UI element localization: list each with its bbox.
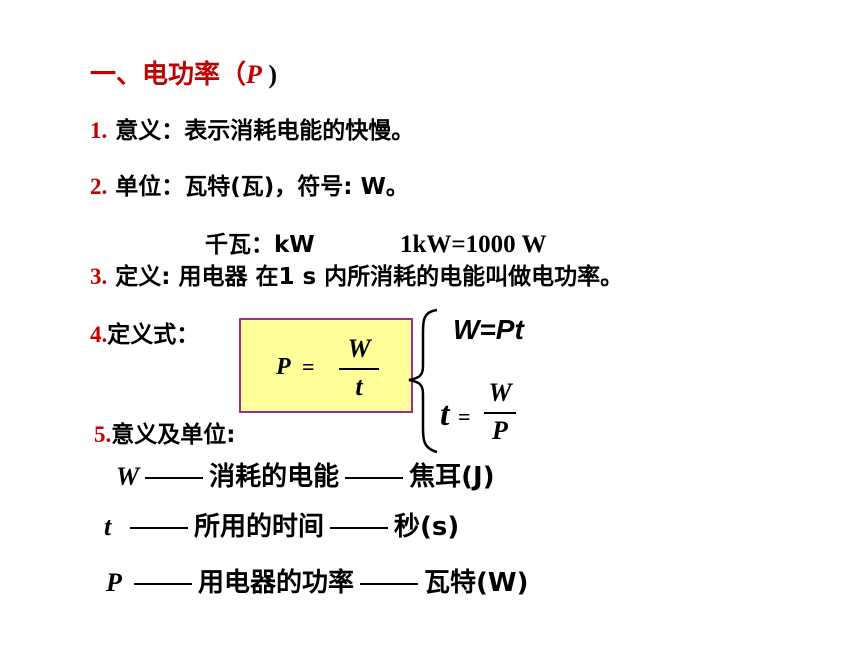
fraction-bar <box>339 368 379 370</box>
formula-lhs: P <box>276 354 291 380</box>
derived-fraction-bar <box>484 412 516 414</box>
units-row: t 所用的时间 秒(s) <box>104 510 459 544</box>
item-meaning: 1. 意义：表示消耗电能的快慢。 <box>90 116 414 146</box>
definition-formula-box: P = W t <box>239 318 413 413</box>
heading-symbol: P <box>246 60 262 89</box>
item-number: 3. <box>90 264 108 289</box>
curly-brace <box>408 308 438 454</box>
item-number: 4. <box>90 322 108 347</box>
row-symbol: W <box>116 462 140 491</box>
units-row: P 用电器的功率 瓦特(W) <box>106 566 528 600</box>
formula-denominator: t <box>355 372 363 401</box>
dash-separator <box>130 526 188 529</box>
dash-separator <box>145 476 204 479</box>
heading-suffix: ) <box>261 60 278 89</box>
heading-prefix: 一、电功率（ <box>90 60 247 90</box>
row-unit: 焦耳(J) <box>409 462 495 492</box>
dash-separator <box>345 476 404 479</box>
derived-time-equals: = <box>458 404 471 429</box>
derived-time-lhs: t <box>440 396 450 433</box>
formula-numerator: W <box>347 334 371 363</box>
row-unit: 瓦特(W) <box>424 568 529 598</box>
derived-time-denominator: P <box>492 416 508 445</box>
item-number: 2. <box>90 174 108 199</box>
item-number: 5. <box>94 422 112 447</box>
derived-time-numerator: W <box>488 378 512 407</box>
kilowatt-conversion: 1kW=1000 W <box>400 231 547 258</box>
row-quantity: 用电器的功率 <box>198 568 355 598</box>
dash-separator <box>360 582 419 585</box>
item-text: 单位：瓦特(瓦)，符号: W。 <box>107 174 409 200</box>
row-symbol: t <box>104 512 112 541</box>
dash-separator <box>134 582 192 585</box>
item-text: 定义式： <box>107 322 200 348</box>
section-heading: 一、电功率（P ) <box>90 58 277 92</box>
item-formula-label: 4.定义式： <box>90 320 199 350</box>
formula-equals: = <box>302 354 315 379</box>
units-row: W 消耗的电能 焦耳(J) <box>116 460 495 494</box>
derived-work-formula: W=Pt <box>453 314 524 345</box>
dash-separator <box>330 526 389 529</box>
row-quantity: 所用的时间 <box>194 512 325 542</box>
kilowatt-label: 千瓦：kW <box>205 232 315 258</box>
item-text: 定义: 用电器 在1 s 内所消耗的电能叫做电功率。 <box>107 264 624 290</box>
row-quantity: 消耗的电能 <box>209 462 340 492</box>
item-text: 意义：表示消耗电能的快慢。 <box>107 118 415 144</box>
row-symbol: P <box>106 568 122 597</box>
item-meaning-units: 5.意义及单位: <box>94 420 235 450</box>
row-unit: 秒(s) <box>394 512 460 542</box>
item-unit: 2. 单位：瓦特(瓦)，符号: W。 <box>90 172 409 202</box>
item-text: 意义及单位: <box>111 422 236 448</box>
item-number: 1. <box>90 118 108 143</box>
item-definition: 3. 定义: 用电器 在1 s 内所消耗的电能叫做电功率。 <box>90 262 623 292</box>
